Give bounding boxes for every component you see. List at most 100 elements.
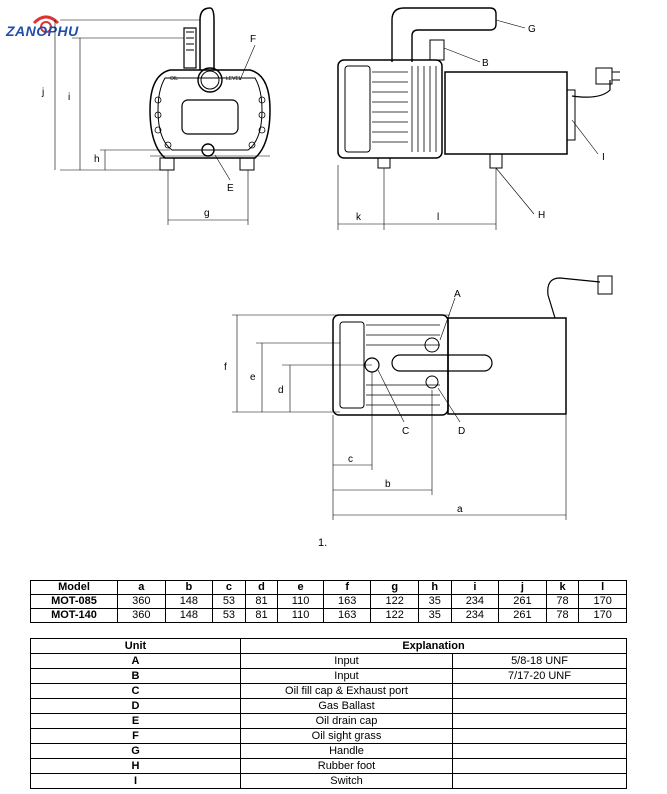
front-label-e: E	[227, 183, 234, 194]
table-cell: 234	[450, 594, 500, 609]
unit-cell: H	[30, 758, 241, 774]
top-label-d: d	[278, 385, 284, 396]
table-cell: 81	[244, 608, 279, 623]
spec-cell	[452, 758, 627, 774]
table-row: MOT-085 360 148 53 81 110 163 122 35 234…	[30, 594, 627, 609]
spec-cell	[452, 698, 627, 714]
header-unit: Unit	[30, 638, 241, 654]
top-label-a: A	[454, 289, 461, 300]
table-row: C Oil fill cap & Exhaust port	[30, 683, 627, 699]
logo-swoosh	[32, 15, 60, 33]
front-label-h: h	[94, 154, 100, 165]
spec-cell	[452, 728, 627, 744]
units-explanation-table: Unit Explanation A Input 5/8-18 UNF B In…	[30, 638, 627, 789]
side-label-i: I	[602, 152, 605, 163]
header-cell: e	[277, 580, 324, 595]
spec-cell	[452, 743, 627, 759]
top-label-c: c	[348, 454, 353, 465]
top-label-c-upper: C	[402, 426, 409, 437]
table-row: G Handle	[30, 743, 627, 759]
table-cell: 110	[277, 594, 324, 609]
side-label-g: G	[528, 24, 536, 35]
table-cell: 53	[212, 608, 246, 623]
table-cell: 122	[370, 608, 420, 623]
side-label-h: H	[538, 210, 545, 221]
header-cell: a	[117, 580, 166, 595]
table-cell: 170	[578, 594, 627, 609]
header-cell: g	[370, 580, 420, 595]
table-cell: 360	[117, 594, 166, 609]
table-cell: 163	[322, 608, 372, 623]
table-cell: 110	[277, 608, 324, 623]
header-cell: f	[322, 580, 372, 595]
top-label-a-dim: a	[457, 504, 463, 515]
explanation-cell: Switch	[240, 773, 453, 789]
header-cell: d	[244, 580, 279, 595]
brand-logo: ZANOPHU	[6, 13, 86, 45]
table-cell: 35	[418, 594, 452, 609]
unit-cell: C	[30, 683, 241, 699]
explanation-cell: Handle	[240, 743, 453, 759]
explanation-cell: Oil sight grass	[240, 728, 453, 744]
table-cell: 261	[498, 608, 547, 623]
logo-text: ZANOPHU	[6, 23, 79, 39]
explanation-cell: Gas Ballast	[240, 698, 453, 714]
table-row: I Switch	[30, 773, 627, 789]
front-label-f: F	[250, 34, 256, 45]
top-label-d-right: D	[458, 426, 465, 437]
table-cell: 78	[545, 608, 580, 623]
side-label-b: B	[482, 58, 489, 69]
unit-cell: I	[30, 773, 241, 789]
top-view	[232, 275, 613, 520]
unit-cell: G	[30, 743, 241, 759]
unit-cell: F	[30, 728, 241, 744]
front-view	[54, 7, 271, 225]
table-cell: 53	[212, 594, 246, 609]
models-dimensions-table: Model a b c d e f g h i j k l MOT-085 36…	[30, 580, 627, 623]
table-row: H Rubber foot	[30, 758, 627, 774]
top-label-b: b	[385, 479, 391, 490]
front-label-i: i	[68, 92, 70, 103]
technical-drawing: OIL LEVEL F j i h E g	[41, 7, 620, 520]
explanation-cell: Input	[240, 653, 453, 669]
header-cell: h	[418, 580, 452, 595]
unit-cell: D	[30, 698, 241, 714]
explanation-cell: Oil fill cap & Exhaust port	[240, 683, 453, 699]
table-cell: 148	[164, 608, 214, 623]
table-cell: 261	[498, 594, 547, 609]
spec-cell: 7/17-20 UNF	[452, 668, 627, 684]
spec-cell: 5/8-18 UNF	[452, 653, 627, 669]
header-cell: j	[498, 580, 547, 595]
explanation-cell: Rubber foot	[240, 758, 453, 774]
unit-cell: E	[30, 713, 241, 729]
table-cell: 148	[164, 594, 214, 609]
table-cell: 122	[370, 594, 420, 609]
table-cell: 163	[322, 594, 372, 609]
model-name-cell: MOT-140	[30, 608, 118, 623]
top-label-e: e	[250, 372, 256, 383]
table-row: E Oil drain cap	[30, 713, 627, 729]
side-label-k: k	[356, 212, 362, 223]
header-cell: l	[578, 580, 627, 595]
unit-cell: A	[30, 653, 241, 669]
table-cell: 360	[117, 608, 166, 623]
side-label-l: l	[437, 212, 439, 223]
unit-cell: B	[30, 668, 241, 684]
table-cell: 78	[545, 594, 580, 609]
header-cell: c	[212, 580, 246, 595]
figure-number: 1.	[318, 537, 328, 549]
header-cell: i	[450, 580, 500, 595]
table-row: A Input 5/8-18 UNF	[30, 653, 627, 669]
table-header-row: Unit Explanation	[30, 638, 627, 654]
side-view	[337, 7, 620, 230]
front-level-text: LEVEL	[226, 76, 242, 82]
header-cell: Model	[30, 580, 118, 595]
table-cell: 81	[244, 594, 279, 609]
header-explanation: Explanation	[240, 638, 627, 654]
header-cell: b	[164, 580, 214, 595]
table-cell: 170	[578, 608, 627, 623]
table-cell: 234	[450, 608, 500, 623]
spec-cell	[452, 683, 627, 699]
top-label-f: f	[224, 362, 227, 373]
table-row: MOT-140 360 148 53 81 110 163 122 35 234…	[30, 608, 627, 623]
